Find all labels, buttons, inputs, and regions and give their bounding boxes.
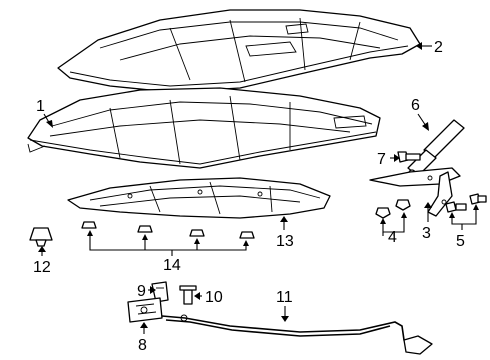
callout-4: 4 — [388, 229, 397, 246]
callout-3: 3 — [422, 225, 431, 242]
release-cable — [161, 314, 433, 355]
hood-inner-panel — [67, 177, 331, 219]
hood-lift-support — [407, 119, 465, 177]
callout-14: 14 — [163, 257, 181, 274]
hood-outer-panel — [57, 9, 421, 93]
callout-10: 10 — [205, 289, 223, 306]
callout-6: 6 — [411, 97, 420, 114]
safety-catch — [151, 281, 169, 303]
callout-13: 13 — [276, 233, 294, 250]
callout-labels: 1 2 3 4 5 6 7 8 9 10 11 12 13 14 — [33, 39, 465, 354]
retainer-clips — [81, 221, 255, 239]
hood-latch — [127, 297, 163, 323]
hood-bumper — [29, 227, 53, 247]
callout-11: 11 — [276, 289, 293, 306]
callout-8: 8 — [138, 337, 147, 354]
callout-9: 9 — [137, 283, 146, 300]
callout-5: 5 — [456, 233, 465, 250]
hood-hinge — [369, 167, 461, 217]
hood-panel — [27, 87, 381, 169]
hinge-nuts — [375, 199, 411, 219]
callout-1: 1 — [36, 98, 45, 115]
bolt-part-7 — [397, 151, 421, 163]
leader-lines — [38, 42, 479, 334]
latch-bolt — [179, 285, 197, 305]
callout-7: 7 — [377, 151, 386, 168]
callout-12: 12 — [33, 259, 51, 276]
hinge-bolts — [445, 193, 487, 213]
callout-2: 2 — [434, 39, 443, 56]
